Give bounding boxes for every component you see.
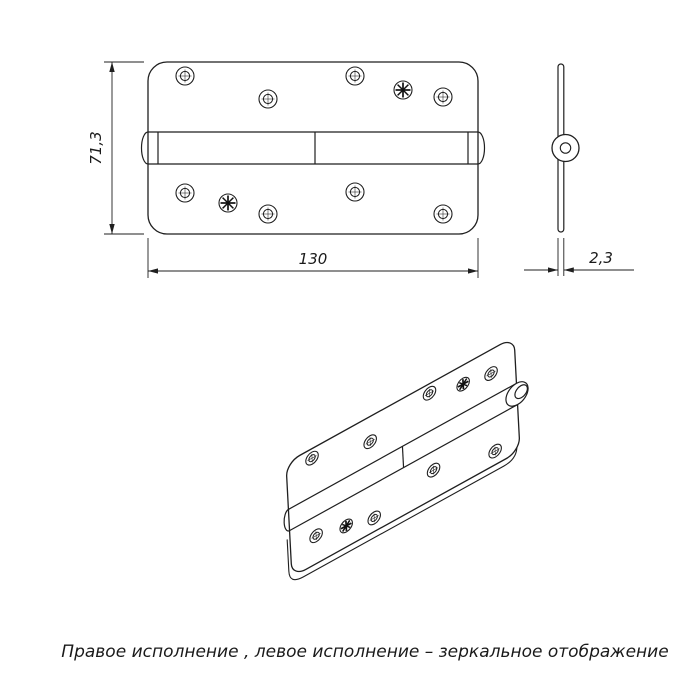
screw-hole: [175, 66, 195, 86]
arrowhead: [109, 62, 115, 72]
dimension-width: 130: [147, 238, 479, 278]
screw-hole: [345, 66, 365, 86]
hinge-plate-outline: [147, 61, 479, 235]
side-view: [551, 63, 580, 233]
pin-bottom-line: [290, 405, 518, 531]
pin-right-cap: [477, 131, 486, 165]
screw-hole: [433, 87, 453, 107]
screw-hole: [258, 89, 278, 109]
front-view: [140, 61, 486, 235]
pin-tip: [515, 382, 528, 401]
screw-hole-marked: [218, 193, 238, 213]
dimension-thickness-label: 2,3: [589, 249, 613, 267]
pin-left-cap: [284, 509, 290, 533]
plate-thickness-edge: [287, 413, 517, 584]
pin-top-line: [288, 383, 516, 509]
caption: Правое исполнение , левое исполнение – з…: [61, 642, 668, 662]
dimension-thickness: 2,3: [524, 238, 634, 276]
arrowhead: [468, 268, 478, 274]
pin-left-cap: [140, 131, 149, 165]
hinge-pin-3d: [284, 377, 529, 533]
dimension-width-label: 130: [299, 250, 328, 268]
dimension-height: 71,3: [87, 61, 144, 235]
arrowhead: [563, 267, 574, 273]
knuckle-joint-center: [402, 446, 403, 467]
screw-hole: [175, 183, 195, 203]
pin-bore: [559, 142, 572, 154]
arrowhead: [548, 267, 558, 273]
screw-hole: [345, 182, 365, 202]
isometric-view: [281, 331, 531, 586]
arrowhead: [148, 268, 158, 274]
screw-hole-marked: [393, 80, 413, 100]
screw-hole: [258, 204, 278, 224]
hinge-pin: [140, 131, 486, 165]
arrowhead: [109, 224, 115, 234]
screw-hole: [433, 204, 453, 224]
dimension-height-label: 71,3: [87, 131, 105, 164]
